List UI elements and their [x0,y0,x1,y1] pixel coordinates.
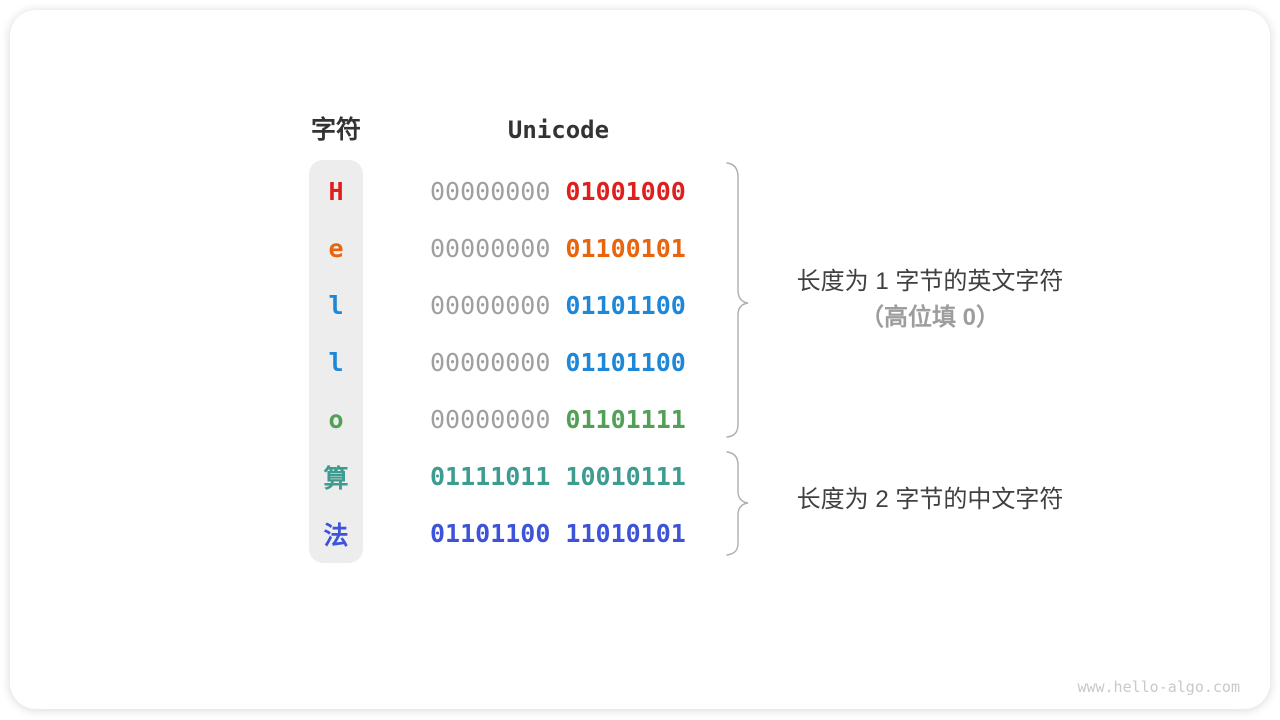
low-byte: 01001000 [565,177,686,206]
annotation-english-text: 长度为 1 字节的英文字符 [796,268,1064,295]
unicode-binary-cell: 00000000 01001000 [430,163,686,220]
character-cell: 法 [323,520,349,550]
high-byte: 00000000 [430,405,551,434]
low-byte: 01101100 [565,291,686,320]
table-row: l 00000000 01101100 [0,334,1280,391]
table-row: 算 01111011 10010111 [0,448,1280,505]
high-byte: 00000000 [430,348,551,377]
column-header-character: 字符 [310,116,361,144]
low-byte: 01101111 [565,405,686,434]
unicode-binary-cell: 00000000 01101100 [430,334,686,391]
character-cell: o [328,405,344,434]
character-cell: 算 [323,463,349,493]
annotation-english-subtext: （高位填 0） [859,304,1000,331]
unicode-binary-cell: 00000000 01101100 [430,277,686,334]
annotation-chinese-text: 长度为 2 字节的中文字符 [796,486,1064,513]
table-row: e 00000000 01100101 [0,220,1280,277]
character-cell: l [328,291,344,320]
low-byte: 11010101 [565,519,686,548]
unicode-binary-cell: 01111011 10010111 [430,448,686,505]
low-byte: 10010111 [565,462,686,491]
unicode-binary-cell: 00000000 01101111 [430,391,686,448]
character-cell: e [328,234,344,263]
table-row: l 00000000 01101100 [0,277,1280,334]
low-byte: 01101100 [565,348,686,377]
character-cell: l [328,348,344,377]
annotation-english-group: 长度为 1 字节的英文字符 （高位填 0） [760,265,1100,335]
high-byte: 00000000 [430,177,551,206]
character-column-background [309,160,363,563]
character-cell: H [328,177,344,206]
high-byte: 00000000 [430,234,551,263]
table-row: H 00000000 01001000 [0,163,1280,220]
column-header-unicode: Unicode [507,116,610,144]
table-row: 法 01101100 11010101 [0,505,1280,562]
table-row: o 00000000 01101111 [0,391,1280,448]
high-byte: 01111011 [430,462,551,491]
low-byte: 01100101 [565,234,686,263]
annotation-chinese-group: 长度为 2 字节的中文字符 [760,483,1100,517]
unicode-binary-cell: 00000000 01100101 [430,220,686,277]
unicode-binary-cell: 01101100 11010101 [430,505,686,562]
watermark: www.hello-algo.com [1077,678,1240,696]
high-byte: 00000000 [430,291,551,320]
high-byte: 01101100 [430,519,551,548]
diagram-card-background [10,10,1270,709]
